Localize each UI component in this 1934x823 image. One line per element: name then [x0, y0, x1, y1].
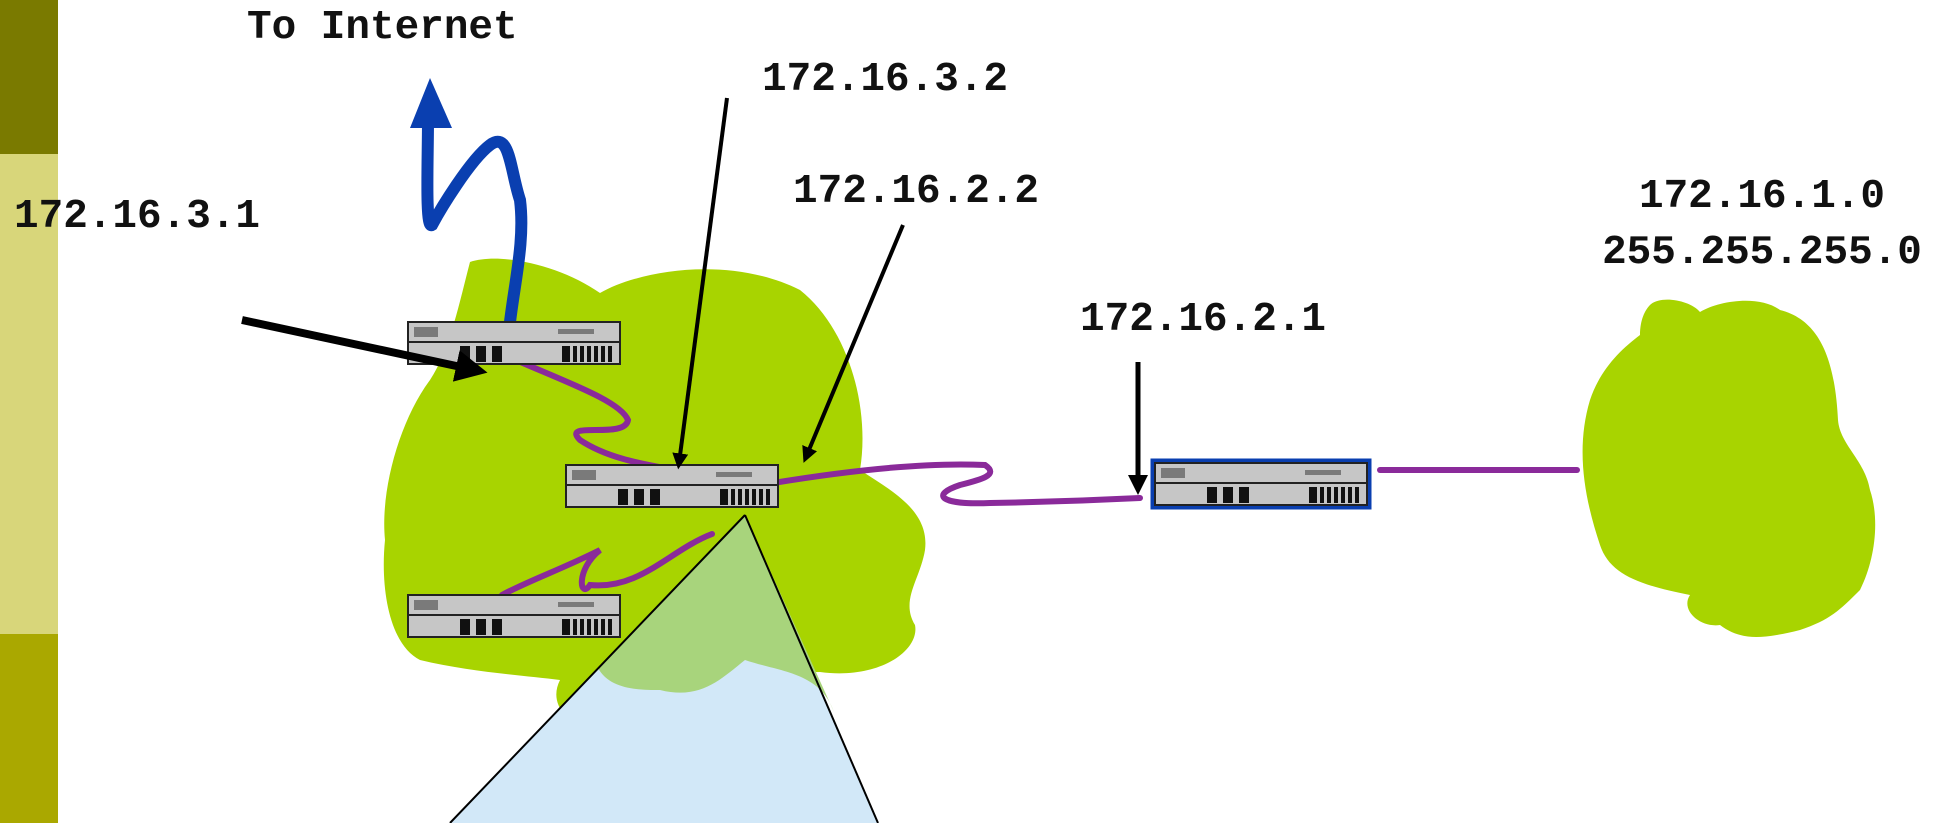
label-r2-address-a: 172.16.3.2 — [762, 57, 1008, 103]
pointer-arrow-icon — [802, 224, 905, 463]
sidebar-bar-dark — [0, 0, 58, 154]
sidebar-bar-mid — [0, 634, 58, 823]
router-icon-highlighted — [1150, 458, 1372, 510]
zoom-edge-left — [449, 514, 746, 823]
label-r2-address-b: 172.16.2.2 — [793, 169, 1039, 215]
label-r1-address: 172.16.3.1 — [14, 194, 260, 240]
link-r2-r4 — [770, 461, 1143, 507]
label-remote-network: 172.16.1.0 — [1639, 174, 1885, 220]
sidebar-accent — [0, 0, 58, 823]
zoom-edge-right — [744, 514, 879, 823]
network-cloud-icon — [1582, 299, 1876, 637]
internet-arrow-head — [410, 78, 452, 128]
router-icon — [565, 464, 779, 508]
label-to-internet: To Internet — [247, 5, 518, 51]
router-icon — [407, 321, 621, 365]
label-remote-mask: 255.255.255.0 — [1602, 230, 1922, 276]
zoom-overlap — [598, 515, 834, 712]
link-r2-r3 — [499, 531, 715, 598]
pointer-arrow-icon — [241, 316, 488, 382]
serial-links — [497, 350, 1580, 598]
label-r3-address: 172.16.2.1 — [1080, 297, 1326, 343]
link-r1-r2 — [497, 350, 678, 473]
pointer-arrow-icon — [672, 97, 729, 470]
sidebar-bar-light — [0, 154, 58, 634]
internet-link — [421, 114, 528, 328]
router-icon — [407, 594, 621, 638]
